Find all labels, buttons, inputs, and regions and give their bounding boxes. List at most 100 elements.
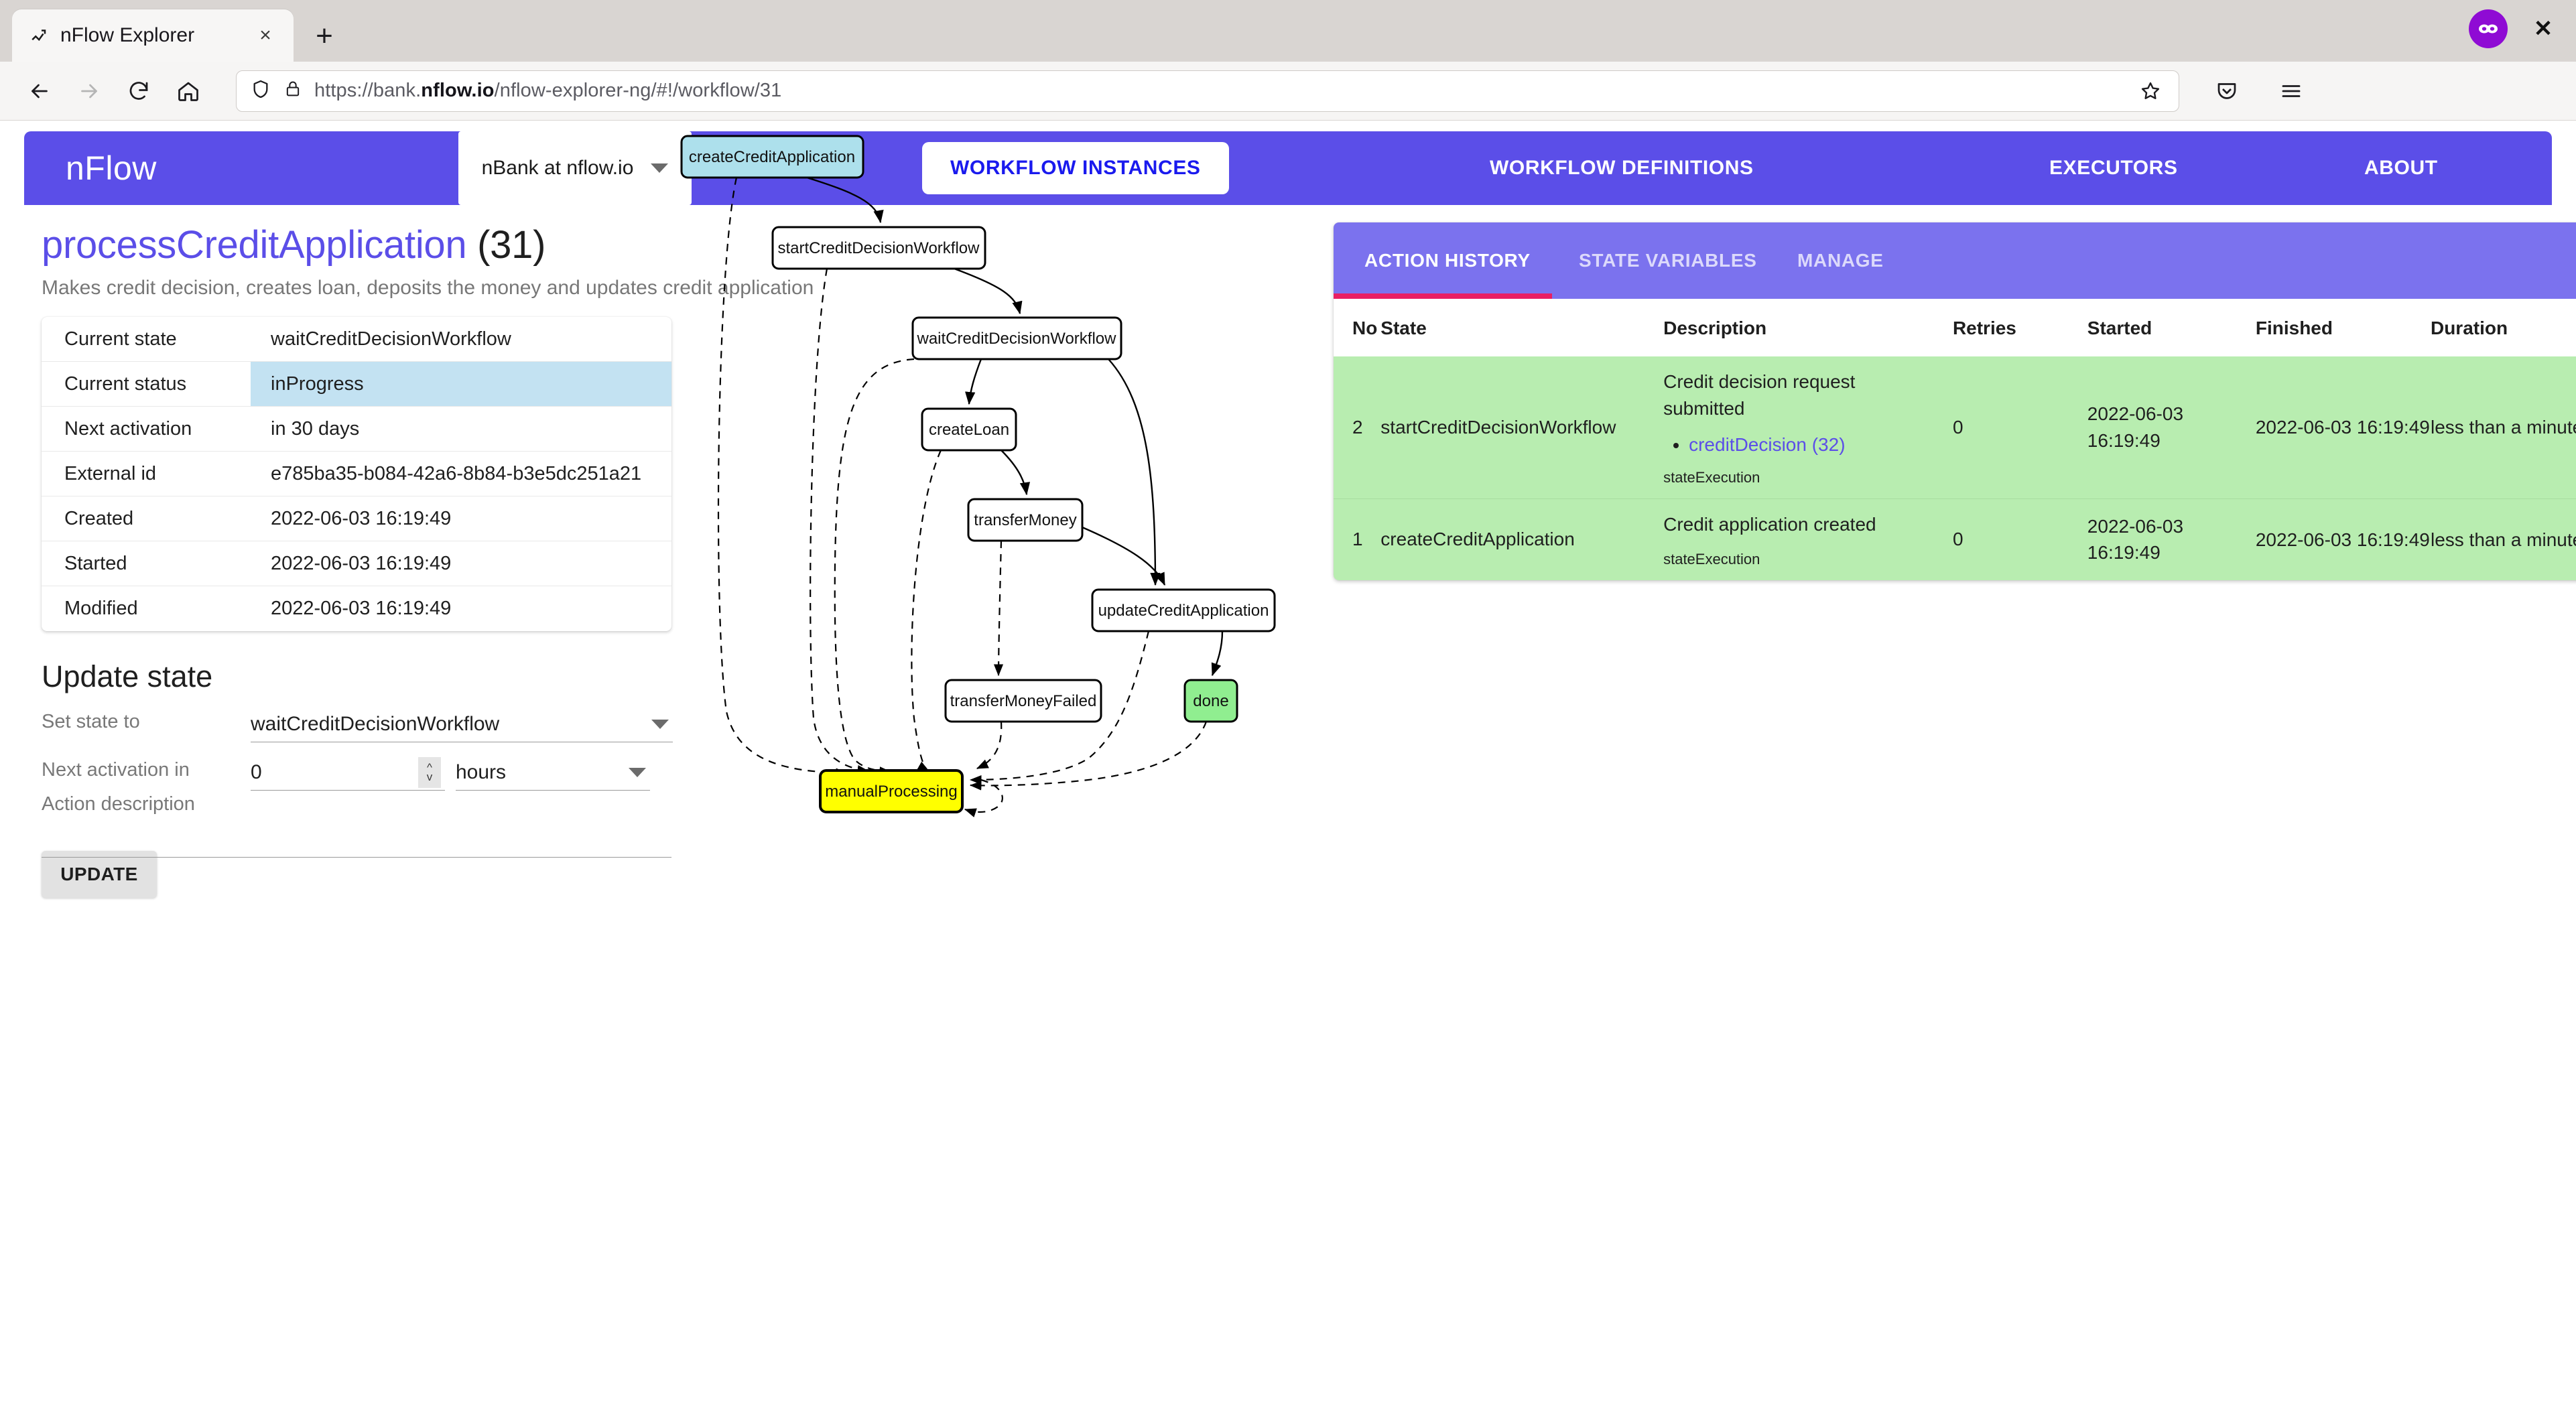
graph-node-transferMoneyFailed[interactable]: transferMoneyFailed — [944, 679, 1102, 723]
browser-tabstrip: nFlow Explorer × + ✕ — [0, 0, 2576, 62]
info-value: 2022-06-03 16:19:49 — [271, 552, 452, 574]
graph-node-label: startCreditDecisionWorkflow — [778, 239, 980, 257]
cell-retries: 0 — [1952, 498, 2087, 581]
next-activation-stepper[interactable]: 0 ^v — [251, 754, 445, 791]
info-value: in 30 days — [271, 417, 360, 440]
graph-node-createCreditApplication[interactable]: createCreditApplication — [680, 135, 864, 179]
nav-about[interactable]: ABOUT — [2364, 157, 2438, 179]
list-item: creditDecision (32) — [1689, 434, 1934, 456]
chevron-down-icon — [629, 767, 646, 777]
action-type: stateExecution — [1663, 468, 1760, 486]
browser-tab-title: nFlow Explorer — [60, 24, 195, 46]
graph-node-updateCreditApplication[interactable]: updateCreditApplication — [1091, 588, 1276, 632]
browser-tab[interactable]: nFlow Explorer × — [12, 9, 294, 62]
info-key: Created — [64, 507, 134, 529]
new-tab-button[interactable]: + — [316, 19, 333, 52]
workflow-summary-column: processCreditApplication (31) Makes cred… — [24, 222, 814, 898]
window-close-icon[interactable]: ✕ — [2533, 16, 2553, 42]
url-text[interactable]: https://bank.nflow.io/nflow-explorer-ng/… — [314, 80, 781, 102]
workflow-graph-column: createCreditApplication startCreditDecis… — [673, 135, 1309, 898]
shield-icon[interactable] — [250, 78, 271, 103]
info-value: waitCreditDecisionWorkflow — [271, 328, 511, 350]
graph-node-label: createCreditApplication — [689, 148, 855, 166]
graph-node-label: waitCreditDecisionWorkflow — [917, 330, 1117, 348]
cell-duration: less than a minute — [2430, 416, 2576, 438]
child-workflow-link[interactable]: creditDecision (32) — [1689, 433, 1846, 455]
cell-state: createCreditApplication — [1380, 498, 1664, 581]
close-tab-icon[interactable]: × — [259, 24, 271, 46]
pocket-icon[interactable] — [2205, 69, 2249, 113]
graph-node-startCreditDecisionWorkflow[interactable]: startCreditDecisionWorkflow — [771, 226, 986, 270]
action-type: stateExecution — [1663, 551, 1760, 568]
workflow-type-name[interactable]: processCreditApplication — [42, 223, 467, 267]
column-header-finished: Finished — [2255, 299, 2431, 356]
graph-node-done[interactable]: done — [1183, 679, 1238, 723]
next-activation-unit-value: hours — [456, 760, 507, 783]
cell-started: 2022-06-03 16:19:49 — [2087, 403, 2184, 451]
graph-node-transferMoney[interactable]: transferMoney — [967, 498, 1084, 542]
graph-node-label: transferMoneyFailed — [950, 692, 1097, 710]
table-row[interactable]: 1 createCreditApplication Credit applica… — [1334, 498, 2576, 581]
stepper-arrows-icon[interactable]: ^v — [418, 756, 441, 788]
info-key: Current state — [64, 328, 177, 350]
info-key: Started — [64, 552, 127, 574]
chevron-down-icon — [651, 163, 669, 173]
info-key: Modified — [64, 598, 138, 619]
cell-finished: 2022-06-03 16:19:49 — [2255, 498, 2431, 581]
graph-edges-solid — [806, 176, 1224, 677]
cell-retries: 0 — [1952, 416, 1963, 438]
next-activation-unit-select[interactable]: hours — [456, 754, 650, 791]
column-header-retries: Retries — [1952, 299, 2087, 356]
tab-manage[interactable]: MANAGE — [1797, 250, 1884, 271]
lock-icon[interactable] — [283, 80, 302, 102]
app-header: nFlow nBank at nflow.io WORKFLOW INSTANC… — [24, 131, 2552, 205]
next-activation-row: Next activation in 0 ^v hours — [42, 754, 673, 791]
cell-description: Credit decision request submitted credit… — [1663, 356, 1953, 498]
back-arrow-icon[interactable] — [17, 69, 62, 113]
window-controls: ✕ — [2469, 9, 2561, 48]
nav-workflow-definitions[interactable]: WORKFLOW DEFINITIONS — [1490, 157, 1754, 179]
nav-executors[interactable]: EXECUTORS — [2049, 157, 2178, 179]
tab-action-history[interactable]: ACTION HISTORY — [1364, 250, 1531, 271]
address-bar[interactable]: https://bank.nflow.io/nflow-explorer-ng/… — [236, 70, 2179, 112]
tab-state-variables[interactable]: STATE VARIABLES — [1579, 250, 1757, 271]
graph-edges-dashed — [717, 177, 1208, 817]
action-description-row — [42, 820, 673, 858]
action-description-input[interactable] — [42, 820, 671, 858]
graph-nodes: createCreditApplication startCreditDecis… — [680, 135, 1276, 813]
table-row: Next activation in 30 days — [42, 407, 671, 452]
hamburger-menu-icon[interactable] — [2269, 69, 2313, 113]
set-state-value: waitCreditDecisionWorkflow — [251, 712, 500, 735]
cell-state: startCreditDecisionWorkflow — [1380, 416, 1616, 438]
chevron-down-icon — [651, 719, 669, 729]
update-state-heading: Update state — [42, 659, 213, 693]
url-prefix: https://bank. — [314, 80, 422, 101]
column-header-started: Started — [2087, 299, 2256, 356]
set-state-select[interactable]: waitCreditDecisionWorkflow — [251, 706, 673, 742]
graph-node-createLoan[interactable]: createLoan — [921, 407, 1017, 452]
table-body: 2 startCreditDecisionWorkflow Credit dec… — [1334, 356, 2576, 581]
workflow-state-diagram[interactable]: createCreditApplication startCreditDecis… — [659, 122, 1296, 832]
app-brand-logo[interactable]: nFlow — [66, 149, 157, 187]
org-selector-dropdown[interactable]: nBank at nflow.io — [458, 131, 692, 205]
browser-toolbar: https://bank.nflow.io/nflow-explorer-ng/… — [0, 62, 2576, 121]
private-browsing-mask-icon[interactable] — [2469, 9, 2508, 48]
nflow-app: nFlow nBank at nflow.io WORKFLOW INSTANC… — [0, 121, 2576, 1407]
info-key: Next activation — [64, 417, 192, 440]
reload-icon[interactable] — [117, 69, 161, 113]
cell-no: 1 — [1334, 498, 1381, 581]
graph-node-manualProcessing[interactable]: manualProcessing — [819, 769, 964, 813]
table-row[interactable]: 2 startCreditDecisionWorkflow Credit dec… — [1334, 356, 2576, 498]
star-icon[interactable] — [2136, 76, 2165, 106]
description-text: Credit application created — [1663, 513, 1876, 535]
table-row: Started 2022-06-03 16:19:49 — [42, 541, 671, 586]
set-state-row: Set state to waitCreditDecisionWorkflow — [42, 706, 673, 742]
table-row: Current state waitCreditDecisionWorkflow — [42, 317, 671, 362]
graph-node-waitCreditDecisionWorkflow[interactable]: waitCreditDecisionWorkflow — [911, 316, 1122, 360]
nav-workflow-instances[interactable]: WORKFLOW INSTANCES — [922, 142, 1229, 194]
update-button[interactable]: UPDATE — [42, 851, 157, 898]
table-row: Modified 2022-06-03 16:19:49 — [42, 586, 671, 631]
home-icon[interactable] — [166, 69, 210, 113]
url-suffix: /nflow-explorer-ng/#!/workflow/31 — [494, 80, 782, 101]
